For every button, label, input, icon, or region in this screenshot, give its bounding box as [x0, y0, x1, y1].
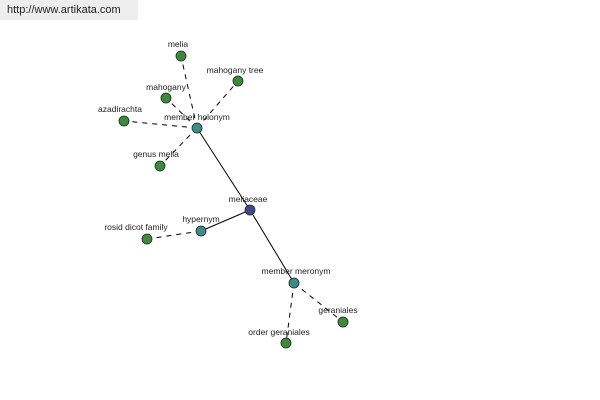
- leaf-node-mahogany[interactable]: [160, 92, 172, 104]
- center-node-meliaceae[interactable]: [244, 204, 256, 216]
- leaf-node-azadirachta[interactable]: [118, 115, 130, 127]
- edge-member-meronym-geraniales: [293, 282, 344, 323]
- leaf-label-mahogany: mahogany: [146, 82, 186, 92]
- leaf-node-order-geraniales[interactable]: [280, 337, 292, 349]
- graph-edges: [123, 55, 344, 344]
- leaf-node-geraniales[interactable]: [337, 316, 349, 328]
- center-label-meliaceae: meliaceae: [229, 194, 268, 204]
- leaf-label-mahogany-tree: mahogany tree: [207, 65, 264, 75]
- relation-node-member-meronym[interactable]: [288, 277, 300, 289]
- edge-member-holonym-genus-melia: [159, 127, 198, 167]
- graph-nodes: [118, 50, 349, 349]
- leaf-label-rosid-dicot-family: rosid dicot family: [104, 222, 168, 232]
- leaf-node-rosid-dicot-family[interactable]: [141, 233, 153, 245]
- relation-label-member-holonym: member holonym: [164, 112, 230, 122]
- leaf-label-geraniales: geraniales: [318, 305, 357, 315]
- edge-member-holonym-azadirachta: [123, 120, 198, 129]
- leaf-node-genus-melia[interactable]: [154, 160, 166, 172]
- leaf-label-order-geraniales: order geraniales: [248, 327, 309, 337]
- leaf-node-mahogany-tree[interactable]: [232, 75, 244, 87]
- graph-labels: meliaceae member holonym hypernym member me…: [98, 39, 358, 337]
- edge-member-holonym-mahogany-tree: [196, 80, 239, 129]
- relation-label-member-meronym: member meronym: [262, 266, 331, 276]
- leaf-label-melia: melia: [168, 39, 189, 49]
- relation-node-hypernym[interactable]: [195, 225, 207, 237]
- relation-node-member-holonym[interactable]: [191, 122, 203, 134]
- watermark-url: http://www.artikata.com: [0, 0, 138, 20]
- leaf-node-melia[interactable]: [175, 50, 187, 62]
- edge-member-holonym-melia: [180, 55, 198, 129]
- edge-member-meronym-order-geraniales: [285, 282, 295, 344]
- relation-label-hypernym: hypernym: [182, 214, 219, 224]
- edge-meliaceae-hypernym: [200, 209, 251, 232]
- leaf-label-genus-melia: genus melia: [133, 149, 179, 159]
- leaf-label-azadirachta: azadirachta: [98, 104, 142, 114]
- edge-hypernym-rosid-dicot-family: [146, 230, 202, 240]
- edge-meliaceae-member-meronym: [249, 209, 295, 284]
- edge-member-holonym-mahogany: [165, 97, 198, 129]
- edge-meliaceae-member-holonym: [196, 127, 251, 211]
